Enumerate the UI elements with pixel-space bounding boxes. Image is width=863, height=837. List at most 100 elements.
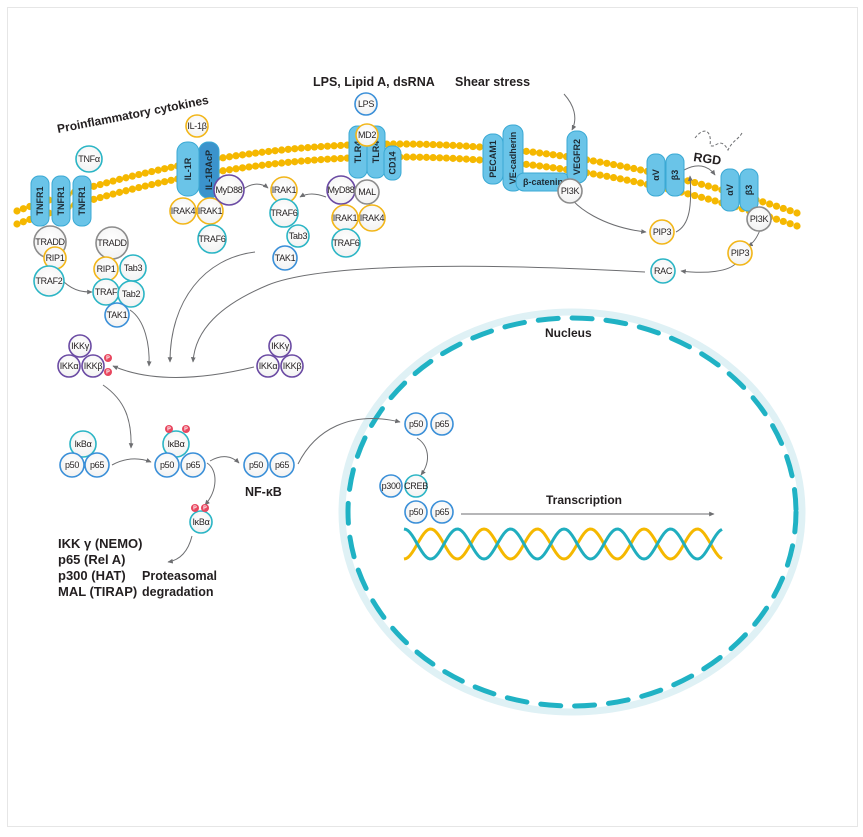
membrane-lipid <box>90 195 98 203</box>
legend-item: p65 (Rel A) <box>58 552 125 567</box>
membrane-lipid <box>772 215 781 223</box>
protein-circle <box>269 452 295 478</box>
legend-item: p300 (HAT) <box>58 568 126 583</box>
membrane-lipid <box>19 218 27 226</box>
membrane-lipid <box>135 170 143 179</box>
membrane-lipid <box>766 200 774 208</box>
arrow-myd88-to-irak1 <box>241 183 269 191</box>
protein-creb: CREB <box>404 474 428 498</box>
protein-circle <box>169 197 197 225</box>
membrane-lipid <box>436 141 444 149</box>
membrane-lipid <box>13 207 21 215</box>
membrane-lipid <box>323 155 332 163</box>
membrane-lipid <box>258 161 266 169</box>
membrane-lipid <box>271 160 279 168</box>
protein-p65-1: p65 <box>84 452 110 478</box>
protein-label: RAC <box>654 266 673 276</box>
receptor-b3-1: β3 <box>665 153 685 197</box>
protein-label: p65 <box>435 507 449 517</box>
arrow-ikk-to-ikba <box>102 384 134 449</box>
membrane-lipid <box>616 162 624 170</box>
membrane-lipid <box>786 220 794 228</box>
membrane-lipid <box>529 148 537 156</box>
membrane-lipid <box>238 164 247 172</box>
protein-label: Tab2 <box>122 289 141 299</box>
membrane-lipid <box>542 163 550 171</box>
protein-label: p50 <box>65 460 79 470</box>
protein-label: IKKα <box>60 361 79 371</box>
protein-circle <box>404 412 428 436</box>
membrane-lipid <box>522 160 530 168</box>
membrane-lipid <box>469 155 477 164</box>
membrane-lipid <box>589 170 597 178</box>
membrane-lipid <box>337 154 345 163</box>
receptor-il1racp: IL-1RAcP <box>198 141 220 199</box>
membrane-lipid <box>409 153 417 161</box>
arrow-rac-to-ikk <box>190 265 646 363</box>
membrane-lipid <box>603 159 611 167</box>
membrane-lipid <box>697 180 706 188</box>
protein-circle <box>727 240 753 266</box>
phosphate-dot <box>104 368 112 376</box>
protein-p65-3: p65 <box>269 452 295 478</box>
membrane-lipid <box>284 158 292 166</box>
membrane-lipid <box>317 143 325 151</box>
protein-label: IKKγ <box>71 341 90 351</box>
membrane-lipid <box>297 157 305 165</box>
membrane-lipid <box>449 154 457 162</box>
protein-tab3b: Tab3 <box>286 224 310 248</box>
membrane-lipid <box>462 155 470 163</box>
dna-helix <box>403 527 723 561</box>
protein-circle <box>430 500 454 524</box>
membrane-lipid <box>225 166 234 174</box>
phosphate-group: P <box>165 425 173 433</box>
membrane-lipid <box>284 145 292 153</box>
membrane-lipid <box>90 182 98 190</box>
protein-traf6a: TRAF6 <box>197 224 227 254</box>
rgd-peptide <box>694 130 743 152</box>
membrane-lipid <box>167 176 175 184</box>
membrane-lipid <box>549 151 557 159</box>
membrane-lipid <box>337 141 345 150</box>
protein-circle <box>196 197 224 225</box>
phosphate-dot <box>182 425 190 433</box>
protein-circle <box>354 92 378 116</box>
protein-label: MD2 <box>358 130 376 140</box>
protein-circle <box>59 452 85 478</box>
dna-strand-a <box>403 527 723 561</box>
receptor-label: αV <box>651 169 661 181</box>
membrane-lipid <box>278 146 286 154</box>
receptor-av-1: αV <box>646 153 666 197</box>
membrane-lipid <box>704 182 712 190</box>
arrow-pi3k-to-pip3b <box>747 229 761 247</box>
membrane-lipid <box>603 172 611 180</box>
membrane-lipid <box>786 207 794 215</box>
membrane-lipid <box>304 143 312 152</box>
nucleus-halo <box>338 308 806 716</box>
receptor-cd14: CD14 <box>383 145 402 181</box>
protein-label: p300 <box>382 481 401 491</box>
protein-mal: MAL <box>354 179 380 205</box>
membrane-lipid <box>141 169 149 177</box>
receptor-body <box>665 153 685 197</box>
protein-circle <box>213 174 245 206</box>
protein-ikka-a: IKKα <box>57 354 81 378</box>
receptor-vegfr2: VEGFR2 <box>566 130 588 184</box>
membrane-lipid <box>542 150 550 158</box>
membrane-lipid <box>623 176 631 184</box>
arrow-shear-to-pecam <box>563 93 577 131</box>
protein-circle <box>180 452 206 478</box>
degradation-label: degradation <box>142 585 214 599</box>
protein-circle <box>269 198 299 228</box>
protein-pip3-a: PIP3 <box>649 219 675 245</box>
protein-circle <box>746 206 772 232</box>
membrane-lipid <box>422 153 431 161</box>
protein-label: TRAF <box>95 287 118 297</box>
protein-circle <box>84 452 110 478</box>
membrane-lipid <box>109 177 117 185</box>
membrane-lipid <box>469 142 477 151</box>
membrane-lipid <box>476 143 484 151</box>
receptor-label: TNFR1 <box>56 187 66 216</box>
membrane-lipid <box>330 155 338 163</box>
